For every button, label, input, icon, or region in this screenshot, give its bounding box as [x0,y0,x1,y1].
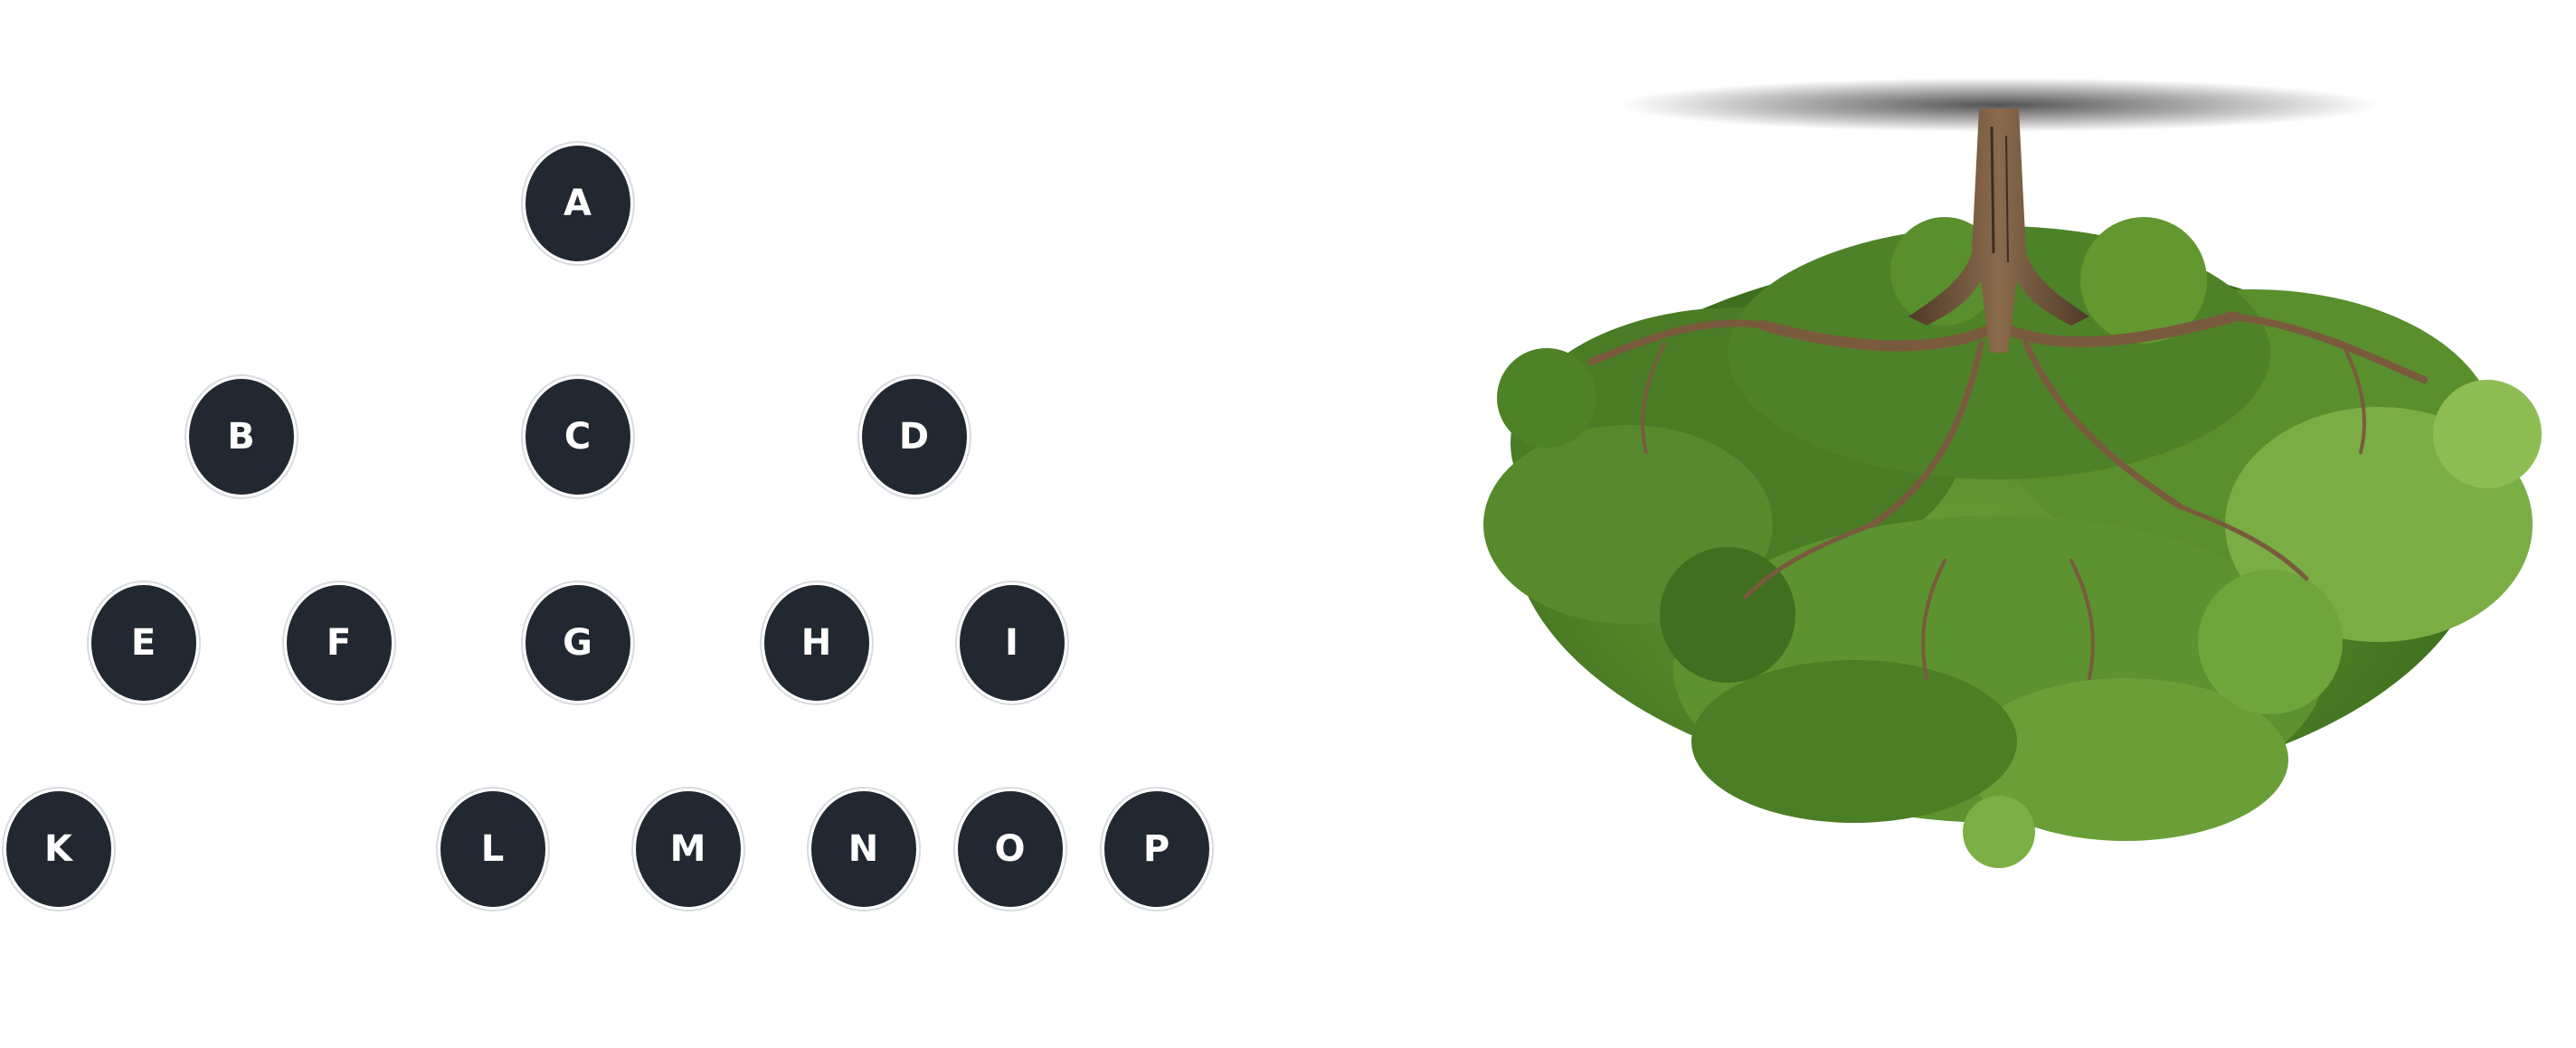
node-d[interactable]: D [859,376,970,497]
node-g[interactable]: G [523,582,633,703]
node-l[interactable]: L [438,788,548,910]
node-f[interactable]: F [284,582,394,703]
tree-trunk [1908,109,2089,353]
node-a[interactable]: A [523,143,633,264]
node-i[interactable]: I [957,582,1067,703]
branch-network [1588,311,2428,680]
node-o[interactable]: O [955,788,1065,910]
foliage-canopy [1483,217,2542,868]
ground-shadow [1619,78,2379,132]
node-n[interactable]: N [809,788,919,910]
node-b[interactable]: B [186,376,297,497]
node-h[interactable]: H [762,582,872,703]
node-k[interactable]: K [4,788,114,910]
upside-down-tree-illustration [1483,78,2542,868]
node-m[interactable]: M [633,788,743,910]
node-p[interactable]: P [1102,788,1212,910]
node-e[interactable]: E [89,582,199,703]
node-c[interactable]: C [523,376,633,497]
